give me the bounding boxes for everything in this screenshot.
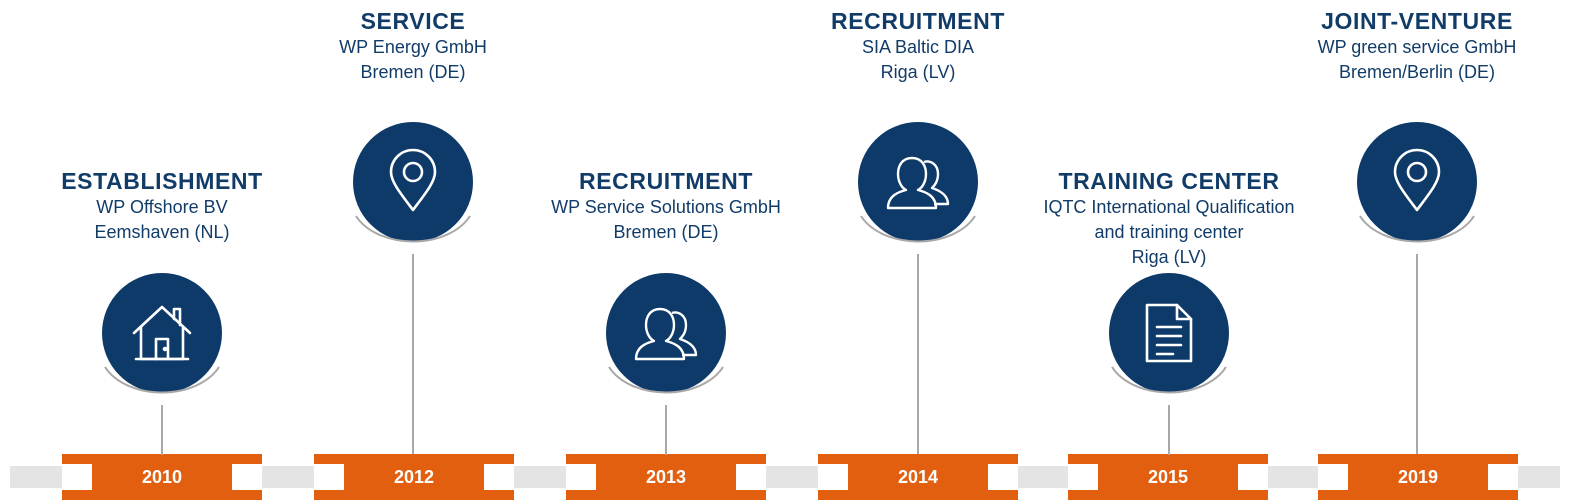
milestone-location: Bremen (DE) bbox=[613, 222, 719, 242]
milestone-company: WP Service Solutions GmbH bbox=[551, 197, 781, 217]
year-label: 2013 bbox=[645, 467, 687, 487]
milestone-title: RECRUITMENT bbox=[579, 168, 753, 194]
milestone-title: JOINT-VENTURE bbox=[1321, 8, 1513, 34]
notch bbox=[988, 464, 1018, 490]
milestone-title: TRAINING CENTER bbox=[1058, 168, 1280, 194]
year-marker-2015: 2015 bbox=[1068, 454, 1268, 500]
milestone-company: WP green service GmbH bbox=[1317, 37, 1517, 57]
year-marker-2012: 2012 bbox=[314, 454, 514, 500]
milestone-2014: RECRUITMENT SIA Baltic DIA Riga (LV) bbox=[748, 0, 1088, 500]
document-icon bbox=[1145, 303, 1193, 363]
milestone-arc bbox=[1359, 215, 1475, 243]
milestone-text: JOINT-VENTURE WP green service GmbH Brem… bbox=[1247, 8, 1570, 85]
notch bbox=[818, 464, 848, 490]
house-icon bbox=[132, 305, 192, 361]
people-icon bbox=[634, 307, 698, 361]
milestone-connector bbox=[917, 254, 919, 454]
milestone-arc bbox=[355, 215, 471, 243]
notch bbox=[232, 464, 262, 490]
milestone-2013: RECRUITMENT WP Service Solutions GmbH Br… bbox=[496, 0, 836, 500]
milestone-2019: JOINT-VENTURE WP green service GmbH Brem… bbox=[1247, 0, 1570, 500]
year-marker-2014: 2014 bbox=[818, 454, 1018, 500]
milestone-text: ESTABLISHMENT WP Offshore BV Eemshaven (… bbox=[0, 168, 332, 245]
milestone-icon-circle bbox=[858, 122, 978, 242]
year-marker-2013: 2013 bbox=[566, 454, 766, 500]
year-marker-2019: 2019 bbox=[1318, 454, 1518, 500]
milestone-location: Eemshaven (NL) bbox=[94, 222, 230, 242]
milestone-company: WP Energy GmbH bbox=[339, 37, 487, 57]
year-label: 2015 bbox=[1147, 467, 1189, 487]
notch bbox=[566, 464, 596, 490]
milestone-arc bbox=[608, 366, 724, 394]
milestone-2012: SERVICE WP Energy GmbH Bremen (DE) bbox=[243, 0, 583, 500]
notch bbox=[1068, 464, 1098, 490]
milestone-text: TRAINING CENTER IQTC International Quali… bbox=[999, 168, 1339, 270]
milestone-icon-circle bbox=[1109, 273, 1229, 393]
milestone-company: SIA Baltic DIA bbox=[861, 37, 975, 57]
milestone-icon-circle bbox=[353, 122, 473, 242]
milestone-2010: ESTABLISHMENT WP Offshore BV Eemshaven (… bbox=[0, 0, 332, 500]
year-label: 2019 bbox=[1397, 467, 1439, 487]
notch bbox=[62, 464, 92, 490]
milestone-text: SERVICE WP Energy GmbH Bremen (DE) bbox=[243, 8, 583, 85]
location-pin-icon bbox=[389, 148, 437, 212]
milestone-location: Riga (LV) bbox=[1131, 247, 1207, 267]
milestone-location: Riga (LV) bbox=[880, 62, 956, 82]
milestone-icon-circle bbox=[102, 273, 222, 393]
notch bbox=[1238, 464, 1268, 490]
milestone-title: RECRUITMENT bbox=[831, 8, 1005, 34]
milestone-title: ESTABLISHMENT bbox=[61, 168, 263, 194]
milestone-connector bbox=[1168, 405, 1170, 455]
milestone-icon-circle bbox=[606, 273, 726, 393]
milestone-title: SERVICE bbox=[360, 8, 466, 34]
year-marker-2010: 2010 bbox=[62, 454, 262, 500]
notch bbox=[314, 464, 344, 490]
notch bbox=[1318, 464, 1348, 490]
milestone-icon-circle bbox=[1357, 122, 1477, 242]
year-label: 2012 bbox=[393, 467, 435, 487]
milestone-text: RECRUITMENT SIA Baltic DIA Riga (LV) bbox=[748, 8, 1088, 85]
milestone-2015: TRAINING CENTER IQTC International Quali… bbox=[999, 0, 1339, 500]
location-pin-icon bbox=[1393, 148, 1441, 212]
milestone-arc bbox=[860, 215, 976, 243]
notch bbox=[1488, 464, 1518, 490]
milestone-arc bbox=[104, 366, 220, 394]
milestone-company-line-2: and training center bbox=[1094, 222, 1244, 242]
year-label: 2010 bbox=[141, 467, 183, 487]
milestone-connector bbox=[665, 405, 667, 455]
notch bbox=[736, 464, 766, 490]
year-label: 2014 bbox=[897, 467, 939, 487]
milestone-connector bbox=[1416, 254, 1418, 454]
milestone-connector bbox=[412, 254, 414, 454]
milestone-connector bbox=[161, 405, 163, 455]
notch bbox=[484, 464, 514, 490]
milestone-company: WP Offshore BV bbox=[96, 197, 228, 217]
milestone-text: RECRUITMENT WP Service Solutions GmbH Br… bbox=[496, 168, 836, 245]
milestone-location: Bremen/Berlin (DE) bbox=[1338, 62, 1496, 82]
milestone-location: Bremen (DE) bbox=[360, 62, 466, 82]
milestone-company: IQTC International Qualification bbox=[1043, 197, 1295, 217]
milestone-arc bbox=[1111, 366, 1227, 394]
people-icon bbox=[886, 156, 950, 210]
